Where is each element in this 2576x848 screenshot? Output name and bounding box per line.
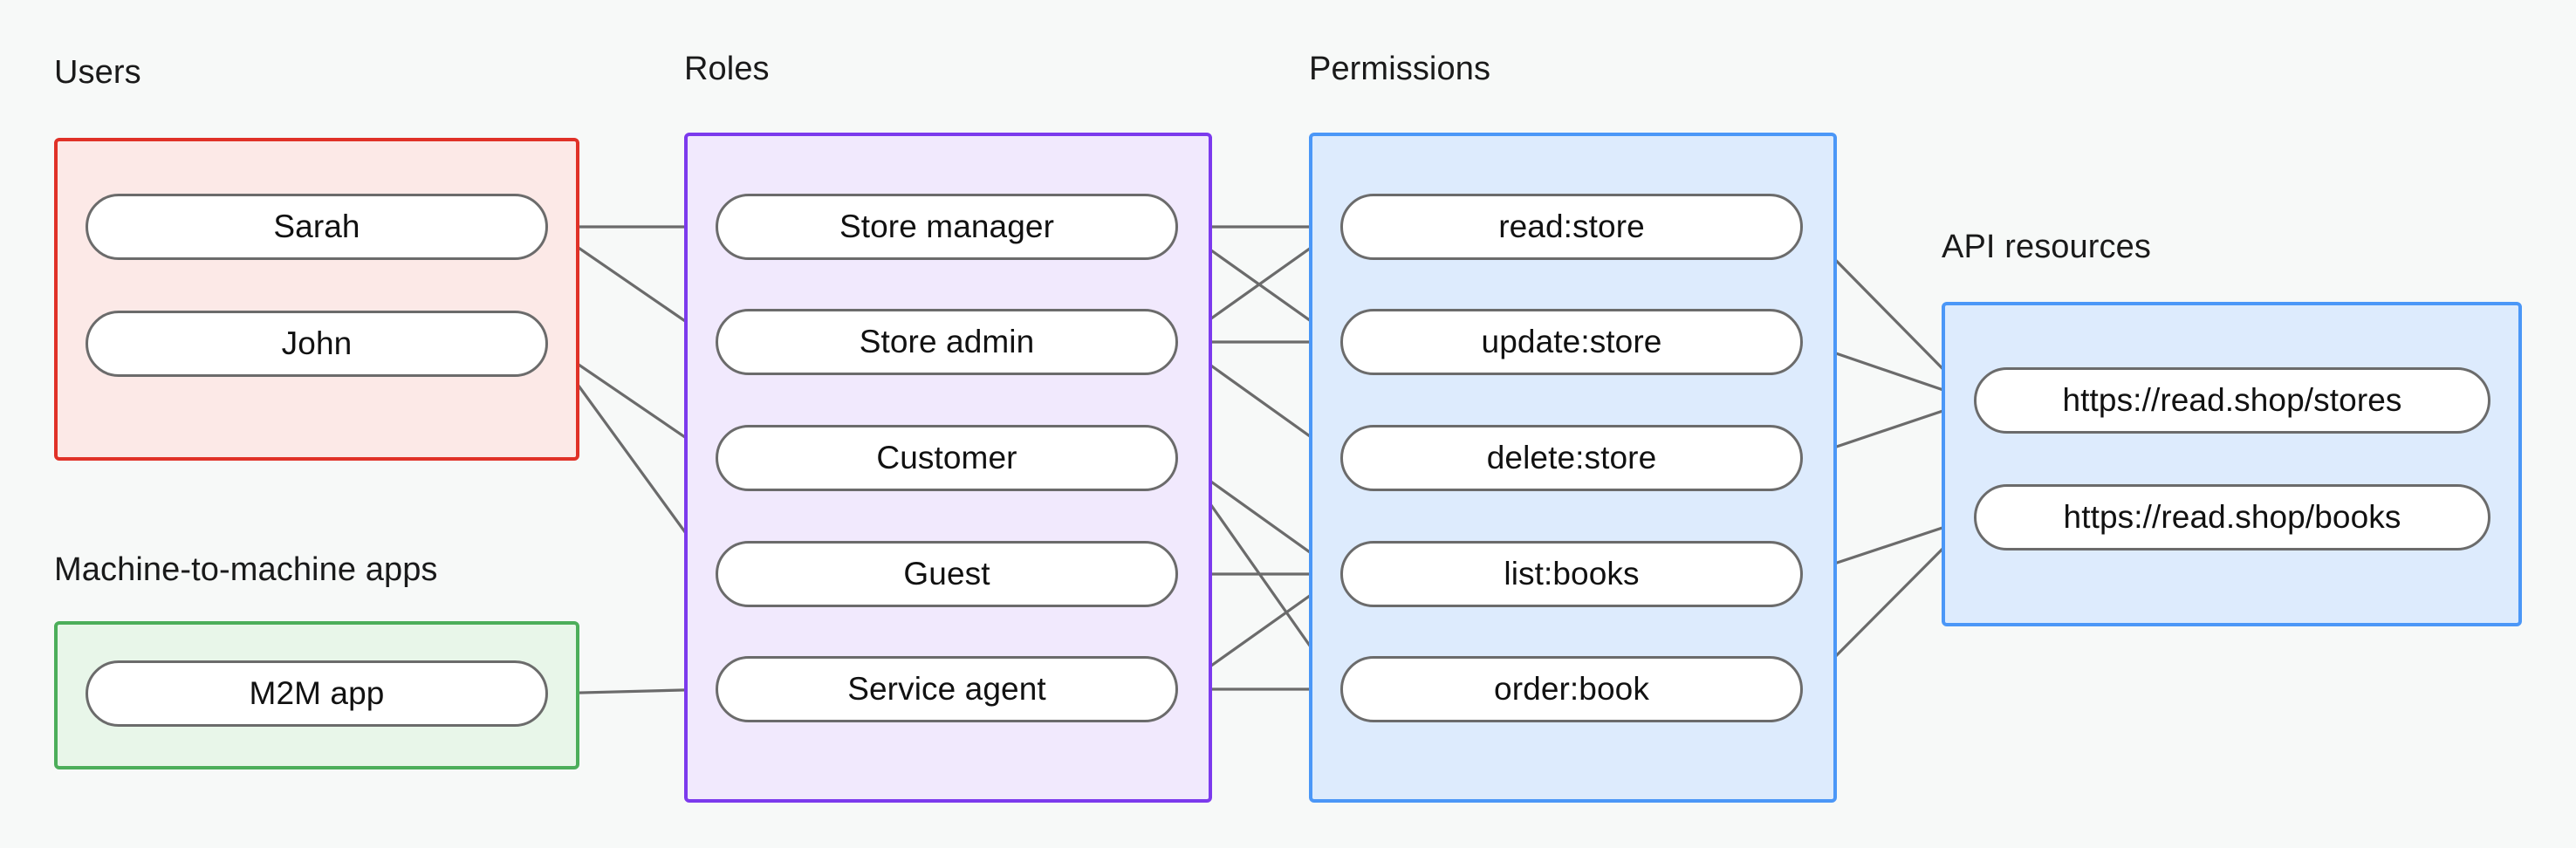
group-box-users: [54, 138, 579, 461]
node-order-book[interactable]: order:book: [1340, 656, 1803, 722]
node-stores-url[interactable]: https://read.shop/stores: [1974, 367, 2490, 434]
node-m2m-app[interactable]: M2M app: [86, 660, 548, 727]
node-update-store[interactable]: update:store: [1340, 309, 1803, 375]
node-guest[interactable]: Guest: [716, 541, 1178, 607]
group-title-m2m: Machine-to-machine apps: [54, 551, 438, 588]
node-delete-store[interactable]: delete:store: [1340, 425, 1803, 491]
group-title-users: Users: [54, 54, 141, 91]
node-store-manager[interactable]: Store manager: [716, 194, 1178, 260]
group-title-roles: Roles: [684, 51, 770, 87]
group-title-permissions: Permissions: [1309, 51, 1491, 87]
group-box-api-resources: [1942, 302, 2522, 626]
node-customer[interactable]: Customer: [716, 425, 1178, 491]
node-store-admin[interactable]: Store admin: [716, 309, 1178, 375]
node-read-store[interactable]: read:store: [1340, 194, 1803, 260]
node-sarah[interactable]: Sarah: [86, 194, 548, 260]
node-list-books[interactable]: list:books: [1340, 541, 1803, 607]
node-service-agent[interactable]: Service agent: [716, 656, 1178, 722]
node-books-url[interactable]: https://read.shop/books: [1974, 484, 2490, 551]
node-john[interactable]: John: [86, 311, 548, 377]
group-title-api-resources: API resources: [1942, 229, 2151, 265]
